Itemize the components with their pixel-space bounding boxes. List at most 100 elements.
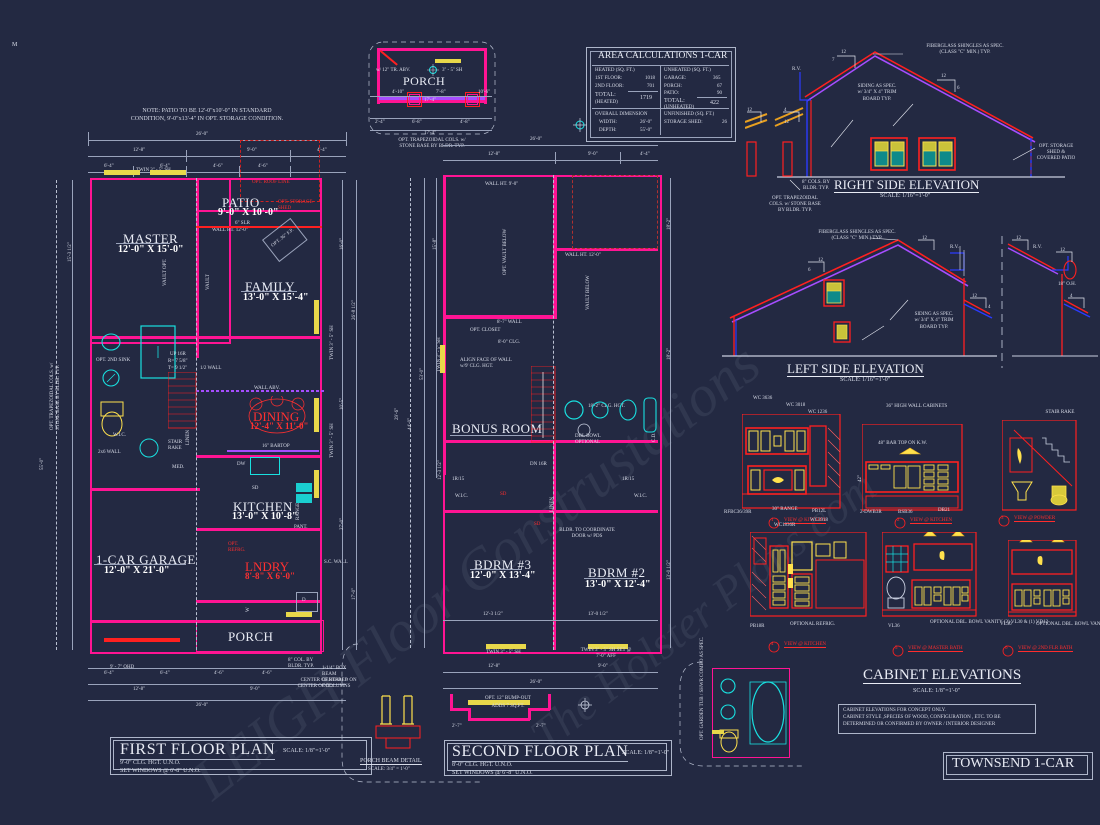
cabinet-elevations-scale: SCALE: 1/8"=1'-0" xyxy=(913,688,961,694)
overall-row-1-label: DEPTH: xyxy=(599,128,617,133)
sf-right-dim-2: 18'-2" xyxy=(667,347,672,360)
sf-bumpout-dim-1: 2'-7" xyxy=(452,724,462,729)
washer-label: D xyxy=(302,598,306,603)
ff-bot-dim-4: 4'-6" xyxy=(262,671,272,676)
opt-roof-line-label: OPT. ROOF LINE xyxy=(252,180,290,185)
second-floor-title: SECOND FLOOR PLAN xyxy=(452,743,629,762)
room-bdrm3-name: BDRM #3 xyxy=(474,557,532,572)
unheated-row-1-value: 67 xyxy=(717,84,722,89)
room-bonus-name: BONUS ROOM xyxy=(452,421,543,436)
sf-left-dim-2: 53'-0" xyxy=(420,367,425,380)
porch-dim-6: 6'-8" xyxy=(412,120,422,125)
sf-left-dim-1: 15'-8" xyxy=(433,237,438,250)
ff-right-dim-4: 27'-0" xyxy=(340,517,345,530)
right-elev-pitch-6: 12 xyxy=(784,120,789,125)
unfinished-row-0-label: STORAGE SHED: xyxy=(664,120,703,125)
first-floor-scale: SCALE: 1/8"=1'-0" xyxy=(283,748,331,754)
porch-dim-7: 4'-8" xyxy=(460,120,470,125)
dining-table-icon xyxy=(246,393,308,441)
cab-v2-tag-2: 42" xyxy=(858,474,863,482)
porch-dim-1: 4'-10" xyxy=(392,90,405,95)
left-elevation-drawing xyxy=(712,228,1100,373)
sf-wall-ht-9: WALL HT. 9'-0" xyxy=(485,182,519,187)
sf-wall-ht-12: WALL HT. 12'-0" xyxy=(565,253,601,258)
cab-v1-tag-0: WC 3636 xyxy=(753,396,773,401)
ff-bot-dim-6: 9'-0" xyxy=(250,687,260,692)
overall-header: OVERALL DIMENSION xyxy=(595,112,648,117)
heated-total-value: 1719 xyxy=(640,95,652,101)
porch-dim-5: 2'-4" xyxy=(375,120,385,125)
north-marker-icon xyxy=(573,118,587,137)
opt-storage-shed-label: OPT. STORAGE SHED xyxy=(278,200,313,211)
room-bdrm3-dims: 12'-0" X 13'-4" xyxy=(470,570,536,581)
box-beam-note: 1-1/4" BOX BEAM CENTERED ON COL. xyxy=(322,666,357,689)
ff-right-dim-3: 10'-5" xyxy=(340,397,345,410)
sf-wic-1: W.I.C. xyxy=(455,494,469,499)
sf-1r15-b: 1R/15 xyxy=(622,477,635,482)
sf-align-face-note: ALIGN FACE OF WALL w/9' CLG. HGT. xyxy=(460,358,512,369)
right-elev-pitch-4: 12 xyxy=(747,108,752,113)
cab-v4-num: 4 xyxy=(771,642,774,647)
dw-label: DW xyxy=(237,462,246,467)
sf-bumpout-label: OPT. 12" BUMP-OUT xyxy=(485,696,531,701)
left-elev-shingles-note: FIBERGLASS SHINGLES AS SPEC. (CLASS "C" … xyxy=(818,230,896,241)
washer-icon xyxy=(296,592,318,612)
room-family-name: FAMILY xyxy=(245,279,295,294)
sf-dn16r: DN 16R xyxy=(530,462,547,467)
unheated-row-1-label: PORCH: xyxy=(664,84,683,89)
ff-bot-dim-1: 6'-4" xyxy=(104,671,114,676)
sf-open-area-wall xyxy=(443,175,557,319)
vault-label: VAULT xyxy=(206,274,211,290)
patio-note: NOTE: PATIO TO BE 12'-0"x10'-0" IN STAND… xyxy=(130,108,284,122)
left-elev-siding-note: SIDING AS SPEC. w/ 3/4" X 4" TRIM BOARD … xyxy=(914,312,954,330)
cab-v2-tag-3: 2-DWB3R xyxy=(860,510,882,515)
sf-clg-80: 8'-0" CLG. xyxy=(498,340,521,345)
porch-detail-group xyxy=(365,38,500,148)
left-elev-pitch-2: 12 xyxy=(922,236,927,241)
ff-dim-4: 6'-4" xyxy=(104,164,114,169)
ff-right-dim-5: 17'-0" xyxy=(352,587,357,600)
cabinet-elevations-title: CABINET ELEVATIONS xyxy=(863,667,1022,684)
corner-mark: M xyxy=(12,42,18,48)
sf-dim-2: 9'-0" xyxy=(588,152,598,157)
cab-v4-bubble-icon xyxy=(768,640,780,658)
cab-v3-num: 3 xyxy=(1001,516,1004,521)
unheated-row-2-label: PATIO: xyxy=(664,91,680,96)
overall-row-0-label: WIDTH: xyxy=(599,120,618,125)
sf-opt-closet: OPT. CLOSET xyxy=(470,328,501,333)
2x6-wall-label: 2x6 WALL xyxy=(98,450,121,455)
sf-sd-1: SD xyxy=(500,492,507,497)
porch-dim-3: 10'-6" xyxy=(478,90,491,95)
cab-v1-label: VIEW @ KITCHEN xyxy=(784,518,827,524)
left-elev-pitch-5: 12 xyxy=(1016,236,1021,241)
sf-1r15-a: 1R/15 xyxy=(452,477,465,482)
porch-tr-abv-label: w/ 12" TR. ABV. xyxy=(376,68,411,73)
cab-v5-label: VIEW @ MASTER BATH xyxy=(908,646,963,652)
ff-right-dim-1: 16'-0" xyxy=(340,237,345,250)
sf-opt-vault-below: OPT. VAULT BELOW xyxy=(503,228,508,275)
cabinet-view-6-drawing xyxy=(1007,535,1078,623)
twin-sh-right-2: TWIN 3'' - 5'' SH xyxy=(330,423,335,458)
cab-v1-tag-4: 30" RANGE xyxy=(772,507,798,512)
cab-v2-tag-4: BSB36 xyxy=(898,510,913,515)
ff-bot-dim-2: 6'-4" xyxy=(160,671,170,676)
sf-left-dim-5: 12'-3 1/2" xyxy=(438,460,443,480)
twin-sh-right-1: TWIN 3'' - 5'' SH xyxy=(330,325,335,360)
ff-stair-icon xyxy=(167,371,198,435)
cab-v2-tag-5: DB21 xyxy=(938,508,950,513)
opt-garden-tub-label: OPT. GARDEN TUB / SHWR COMBO AS SPEC. xyxy=(700,636,705,740)
ff-dim-6: 4'-6" xyxy=(213,164,223,169)
heated-row-0-label: 1ST FLOOR: xyxy=(595,76,623,81)
second-floor-scale: SCALE: 1/8"=1'-0" xyxy=(622,750,670,756)
room-porch-name: PORCH xyxy=(228,629,274,644)
area-calculations-table xyxy=(586,47,736,142)
cab-v4-tag-0: WC1836R xyxy=(774,523,796,528)
wall-ht-12-label: WALL HT. 12'-0" xyxy=(212,228,248,233)
ff-left-note: OPT. TRAPEZOIDAL COLS. w/ STONE BASE BY … xyxy=(50,362,61,430)
left-elev-rv-1: R.V. xyxy=(950,245,959,250)
cabinet-view-1-drawing xyxy=(741,413,842,515)
first-floor-title: FIRST FLOOR PLAN xyxy=(120,741,276,760)
ff-bot-dim-5: 12'-8" xyxy=(133,687,146,692)
main-title-text: TOWNSEND 1-CAR xyxy=(952,756,1075,771)
room-lndry-name: LNDRY xyxy=(245,559,290,574)
